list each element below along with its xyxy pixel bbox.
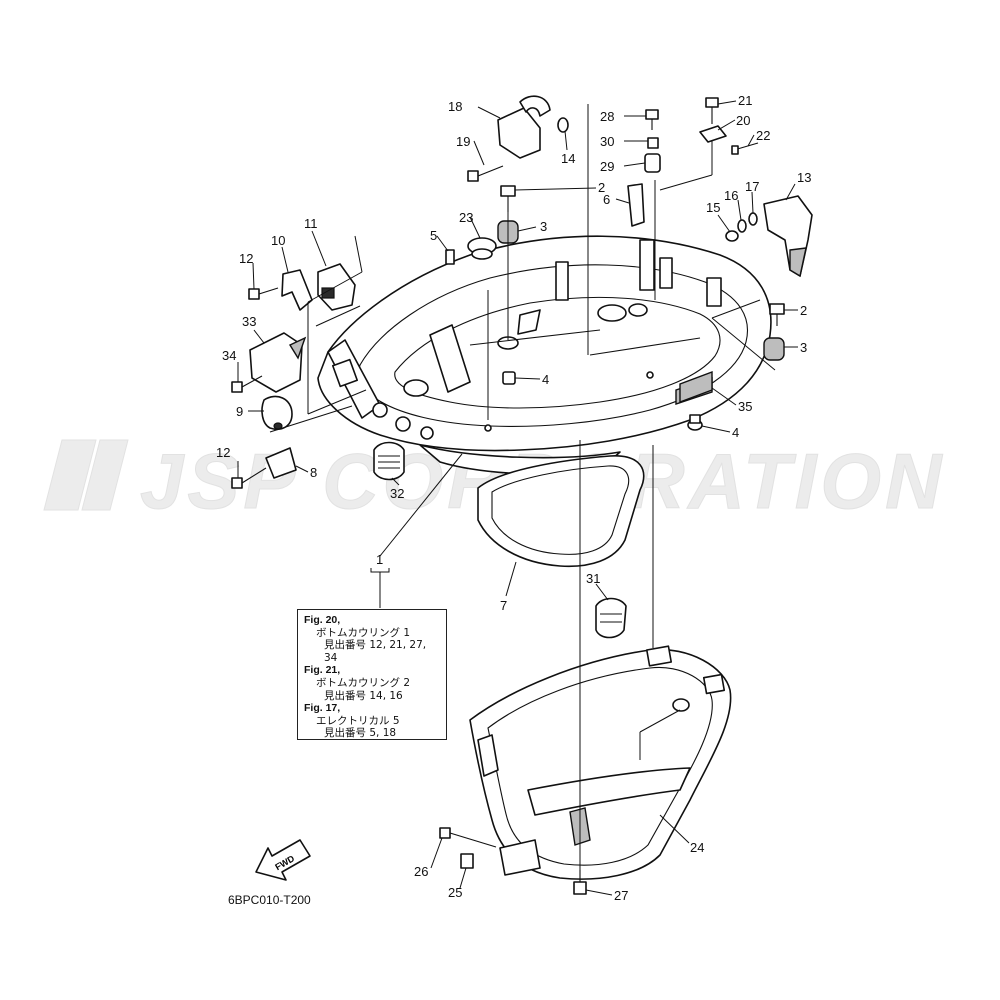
oring-16 (737, 219, 747, 233)
bushing-15 (725, 230, 739, 242)
leader-lines (237, 100, 798, 896)
bottom-cowling-upper (317, 235, 772, 475)
screw-28 (645, 109, 659, 130)
callout-21: 21 (738, 93, 752, 108)
callout-2-top: 2 (598, 180, 605, 195)
callout-labels: 18 19 14 28 30 29 21 20 22 2 6 23 3 5 11… (216, 93, 811, 903)
callout-18: 18 (448, 99, 462, 114)
screw-27 (573, 870, 587, 895)
screw-12-lower (231, 467, 267, 489)
ref-fig-21: Fig. 21, (304, 664, 341, 677)
callout-9: 9 (236, 404, 243, 419)
callout-15: 15 (706, 200, 720, 215)
stud-5 (445, 249, 455, 265)
clip-8 (265, 447, 297, 479)
ref-name-17: エレクトリカル 5 (316, 714, 400, 727)
callout-30: 30 (600, 134, 614, 149)
damper-3-right (763, 337, 785, 361)
bolt-19 (467, 165, 504, 182)
cap-9 (261, 395, 293, 430)
grommet-31 (595, 597, 627, 639)
callout-12-lower: 12 (216, 445, 230, 460)
bolt-2-right (769, 303, 785, 326)
callout-32: 32 (390, 486, 404, 501)
oring-17 (748, 212, 758, 226)
lever-13 (763, 195, 813, 278)
callout-6: 6 (603, 192, 610, 207)
callout-3-top: 3 (540, 219, 547, 234)
callout-4-inner: 4 (542, 372, 549, 387)
callout-2-right: 2 (800, 303, 807, 318)
ref-fig-20: Fig. 20, (304, 614, 341, 626)
callout-7: 7 (500, 598, 507, 613)
callout-8: 8 (310, 465, 317, 480)
callout-27: 27 (614, 888, 628, 903)
ref-refs-17: 見出番号 5, 18 (324, 727, 397, 740)
callout-10: 10 (271, 233, 285, 248)
bolt-26 (439, 827, 497, 848)
stay-6 (627, 183, 645, 227)
callout-1: 1 (376, 552, 383, 567)
callout-16: 16 (724, 188, 738, 203)
fwd-arrow-icon: FWD (255, 839, 311, 881)
grommet-29 (644, 153, 661, 173)
callout-3-right: 3 (800, 340, 807, 355)
callout-34: 34 (222, 348, 236, 363)
bolt-2-top (500, 185, 516, 212)
callout-12-upper: 12 (239, 251, 253, 266)
bracket-33 (249, 332, 307, 393)
grommet-4-inner (502, 371, 516, 385)
callout-23: 23 (459, 210, 473, 225)
washer-14 (557, 117, 569, 133)
callout-14: 14 (561, 151, 575, 166)
callout-29: 29 (600, 159, 614, 174)
screw-34 (231, 375, 263, 393)
pin-22 (731, 142, 759, 155)
screw-12-upper (248, 287, 279, 300)
grommet-4-outer (687, 414, 703, 431)
diagram-code: 6BPC010-T200 (228, 893, 311, 907)
callout-33: 33 (242, 314, 256, 329)
ref-refs-20: 見出番号 12, 21, 27, 34 (324, 639, 427, 664)
callout-31: 31 (586, 571, 600, 586)
callout-28: 28 (600, 109, 614, 124)
gasket-seal (477, 455, 645, 568)
grommet-23 (467, 237, 497, 260)
plate-20 (699, 125, 727, 143)
nut-25 (460, 853, 474, 869)
callout-24: 24 (690, 840, 704, 855)
ref-name-20: ボトムカウリング 1 (316, 626, 411, 639)
callout-17: 17 (745, 179, 759, 194)
collar-30 (647, 137, 659, 149)
bolt-21 (705, 97, 719, 124)
callout-22: 22 (756, 128, 770, 143)
reference-note-box: Fig. 20, ボトムカウリング 1 見出番号 12, 21, 27, 34 … (297, 609, 447, 740)
callout-35: 35 (738, 399, 752, 414)
callout-4-outer: 4 (732, 425, 739, 440)
cover-11 (317, 263, 356, 311)
callout-11: 11 (304, 216, 318, 231)
grommet-32 (373, 441, 405, 481)
callout-26: 26 (414, 864, 428, 879)
ref-fig-17: Fig. 17, (304, 702, 341, 715)
callout-20: 20 (736, 113, 750, 128)
callout-19: 19 (456, 134, 470, 149)
bracket-18 (497, 95, 551, 159)
callout-5: 5 (430, 228, 437, 243)
callout-13: 13 (797, 170, 811, 185)
ref-refs-21: 見出番号 14, 16 (324, 689, 403, 702)
callout-25: 25 (448, 885, 462, 900)
bracket-10 (281, 269, 313, 311)
ref-name-21: ボトムカウリング 2 (316, 676, 411, 689)
plate-35 (679, 370, 713, 404)
